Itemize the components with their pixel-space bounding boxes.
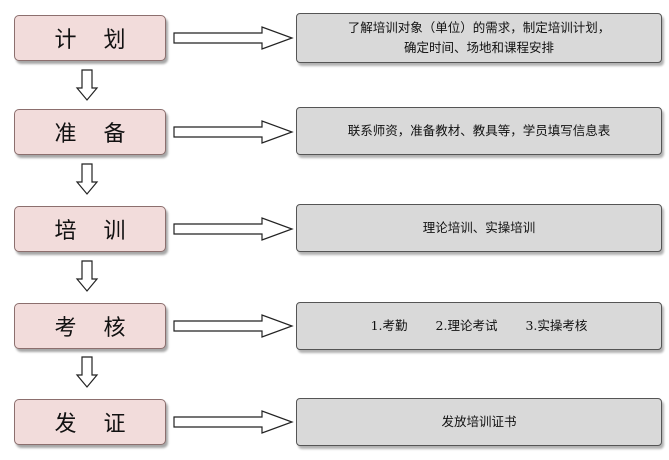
right-arrow-2 <box>173 120 294 144</box>
step-training-box: 培 训 <box>14 206 166 252</box>
desc-certificate-box: 发放培训证书 <box>296 398 662 446</box>
desc-training-box: 理论培训、实操培训 <box>296 204 662 252</box>
desc-certificate-line-1: 发放培训证书 <box>441 414 517 429</box>
down-arrow-3 <box>75 260 99 292</box>
desc-plan-line-1: 了解培训对象（单位）的需求，制定培训计划， <box>347 20 611 35</box>
down-arrow-2 <box>75 163 99 195</box>
desc-plan-box: 了解培训对象（单位）的需求，制定培训计划， 确定时间、场地和课程安排 <box>296 13 662 63</box>
step-prepare-label: 准 备 <box>54 122 136 147</box>
desc-training-line-1: 理论培训、实操培训 <box>422 220 536 235</box>
down-arrow-4 <box>75 356 99 388</box>
right-arrow-5 <box>173 410 294 434</box>
desc-assessment-item-3: 3.实操考核 <box>525 318 588 333</box>
step-plan-label: 计 划 <box>54 28 136 53</box>
right-arrow-3 <box>173 217 294 241</box>
desc-assessment-item-1: 1.考勤 <box>370 318 408 333</box>
step-training-label: 培 训 <box>54 219 136 244</box>
right-arrow-1 <box>173 26 294 50</box>
down-arrow-1 <box>75 69 99 101</box>
step-certificate-box: 发 证 <box>14 399 166 445</box>
desc-assessment-items: 1.考勤 2.理论考试 3.实操考核 <box>371 316 588 336</box>
desc-assessment-box: 1.考勤 2.理论考试 3.实操考核 <box>296 302 662 350</box>
desc-prepare-box: 联系师资，准备教材、教具等，学员填写信息表 <box>296 107 662 155</box>
desc-plan-line-2: 确定时间、场地和课程安排 <box>403 40 554 55</box>
step-plan-box: 计 划 <box>14 15 166 61</box>
desc-assessment-item-2: 2.理论考试 <box>435 318 498 333</box>
step-certificate-label: 发 证 <box>54 412 136 437</box>
step-prepare-box: 准 备 <box>14 109 166 155</box>
step-assessment-label: 考 核 <box>54 316 136 341</box>
desc-prepare-line-1: 联系师资，准备教材、教具等，学员填写信息表 <box>347 123 611 138</box>
step-assessment-box: 考 核 <box>14 303 166 349</box>
right-arrow-4 <box>173 314 294 338</box>
